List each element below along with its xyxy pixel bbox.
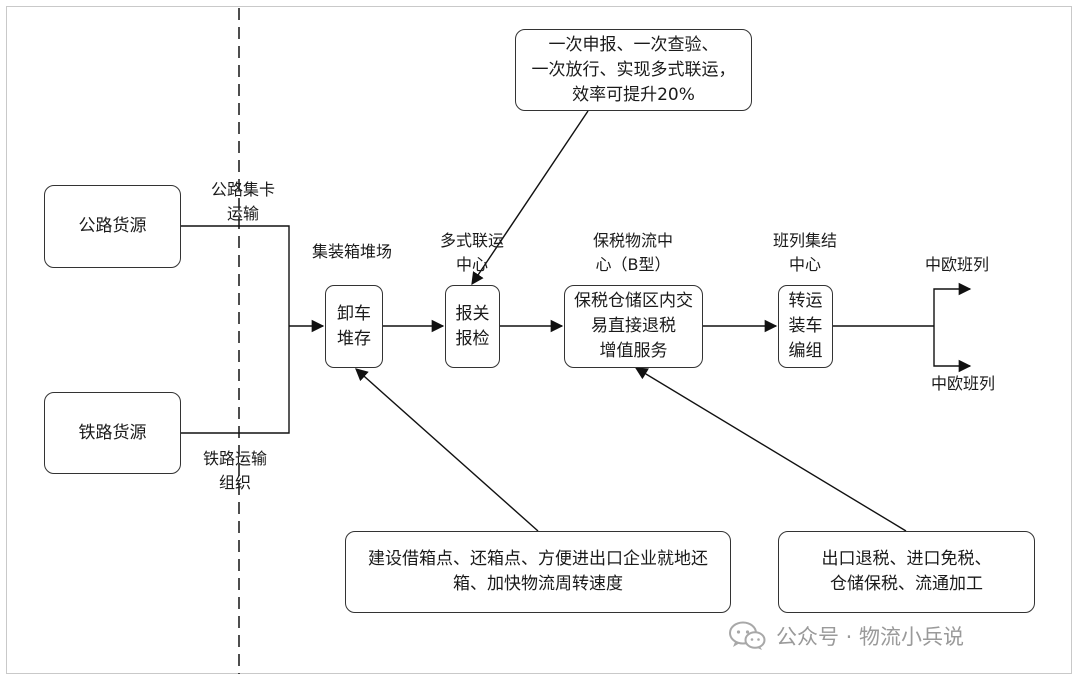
customs-label: 报关 报检 xyxy=(455,303,490,349)
bonded-center-label: 保税物流中 心（B型） xyxy=(592,231,673,274)
rail-source-label: 铁路货源 xyxy=(78,422,147,443)
road-source-label: 公路货源 xyxy=(78,216,147,236)
note-right-text: 出口退税、进口免税、 仓储保税、流通加工 xyxy=(821,549,992,594)
watermark-text: 公众号 · 物流小兵说 xyxy=(776,625,965,649)
watermark: 公众号 · 物流小兵说 xyxy=(728,621,964,651)
train-out-label-1: 中欧班列 xyxy=(924,255,989,274)
wechat-icon xyxy=(729,621,766,650)
note-left-box: 建设借箱点、还箱点、方便进出口企业就地还 箱、加快物流周转速度 xyxy=(345,531,731,613)
road-transport-label: 公路集卡 运输 xyxy=(210,180,275,223)
diagram-frame xyxy=(6,6,1072,674)
rail-source-box: 铁路货源 xyxy=(44,392,181,474)
multimodal-center-label: 多式联运 中心 xyxy=(439,231,504,274)
transfer-label: 转运 装车 编组 xyxy=(788,291,823,361)
unload-label: 卸车 堆存 xyxy=(337,303,371,349)
unload-box: 卸车 堆存 xyxy=(325,285,383,368)
rail-transport-label: 铁路运输 组织 xyxy=(202,449,267,492)
train-center-label: 班列集结 中心 xyxy=(772,231,837,274)
note-right-box: 出口退税、进口免税、 仓储保税、流通加工 xyxy=(778,531,1035,613)
customs-box: 报关 报检 xyxy=(445,285,500,368)
road-source-box: 公路货源 xyxy=(44,185,181,268)
note-left-text: 建设借箱点、还箱点、方便进出口企业就地还 箱、加快物流周转速度 xyxy=(368,549,708,594)
container-yard-label: 集装箱堆场 xyxy=(311,242,392,261)
bonded-label: 保税仓储区内交 易直接退税 增值服务 xyxy=(574,291,693,361)
transfer-box: 转运 装车 编组 xyxy=(778,285,833,368)
train-out-label-2: 中欧班列 xyxy=(930,374,995,393)
note-top-box: 一次申报、一次查验、 一次放行、实现多式联运， 效率可提升20% xyxy=(515,29,752,111)
note-top-text: 一次申报、一次查验、 一次放行、实现多式联运， 效率可提升20% xyxy=(531,34,736,105)
bonded-box: 保税仓储区内交 易直接退税 增值服务 xyxy=(564,285,703,368)
